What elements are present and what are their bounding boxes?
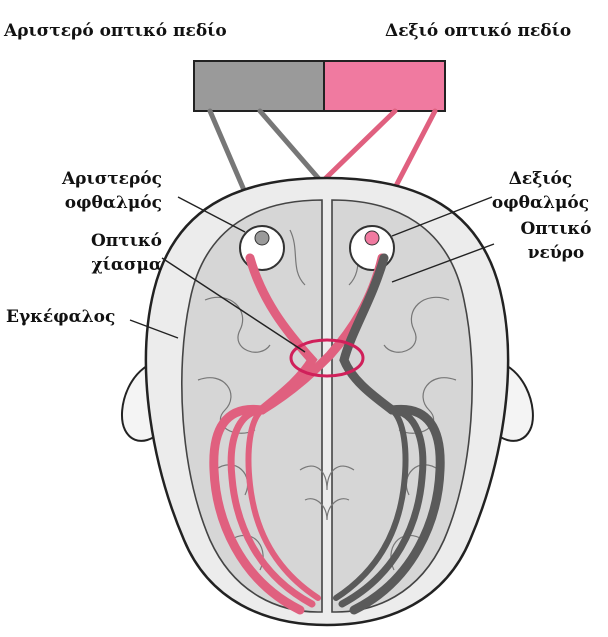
right-eye-label-line2: οφθαλμός (478, 192, 603, 214)
left-eye-label-line2: οφθαλμός (32, 192, 162, 214)
left-visual-field-box (194, 61, 324, 111)
optic-chiasm-label-line1: Οπτικό (32, 230, 162, 252)
left-visual-field-label: Αριστερό οπτικό πεδίο (4, 20, 227, 42)
optic-nerve-label-line2: νεύρο (508, 242, 604, 264)
brain-label: Εγκέφαλος (6, 306, 115, 328)
left-eye-label-line1: Αριστερός (32, 168, 162, 190)
optic-nerve-label-line1: Οπτικό (508, 218, 604, 240)
right-visual-field-label: Δεξιό οπτικό πεδίο (385, 20, 571, 42)
left-eye (240, 226, 284, 270)
optic-chiasm-label-line2: χίασμα (32, 254, 162, 276)
right-visual-field-box (324, 61, 445, 111)
right-eye (350, 226, 394, 270)
right-eye-label-line1: Δεξιός (478, 168, 603, 190)
